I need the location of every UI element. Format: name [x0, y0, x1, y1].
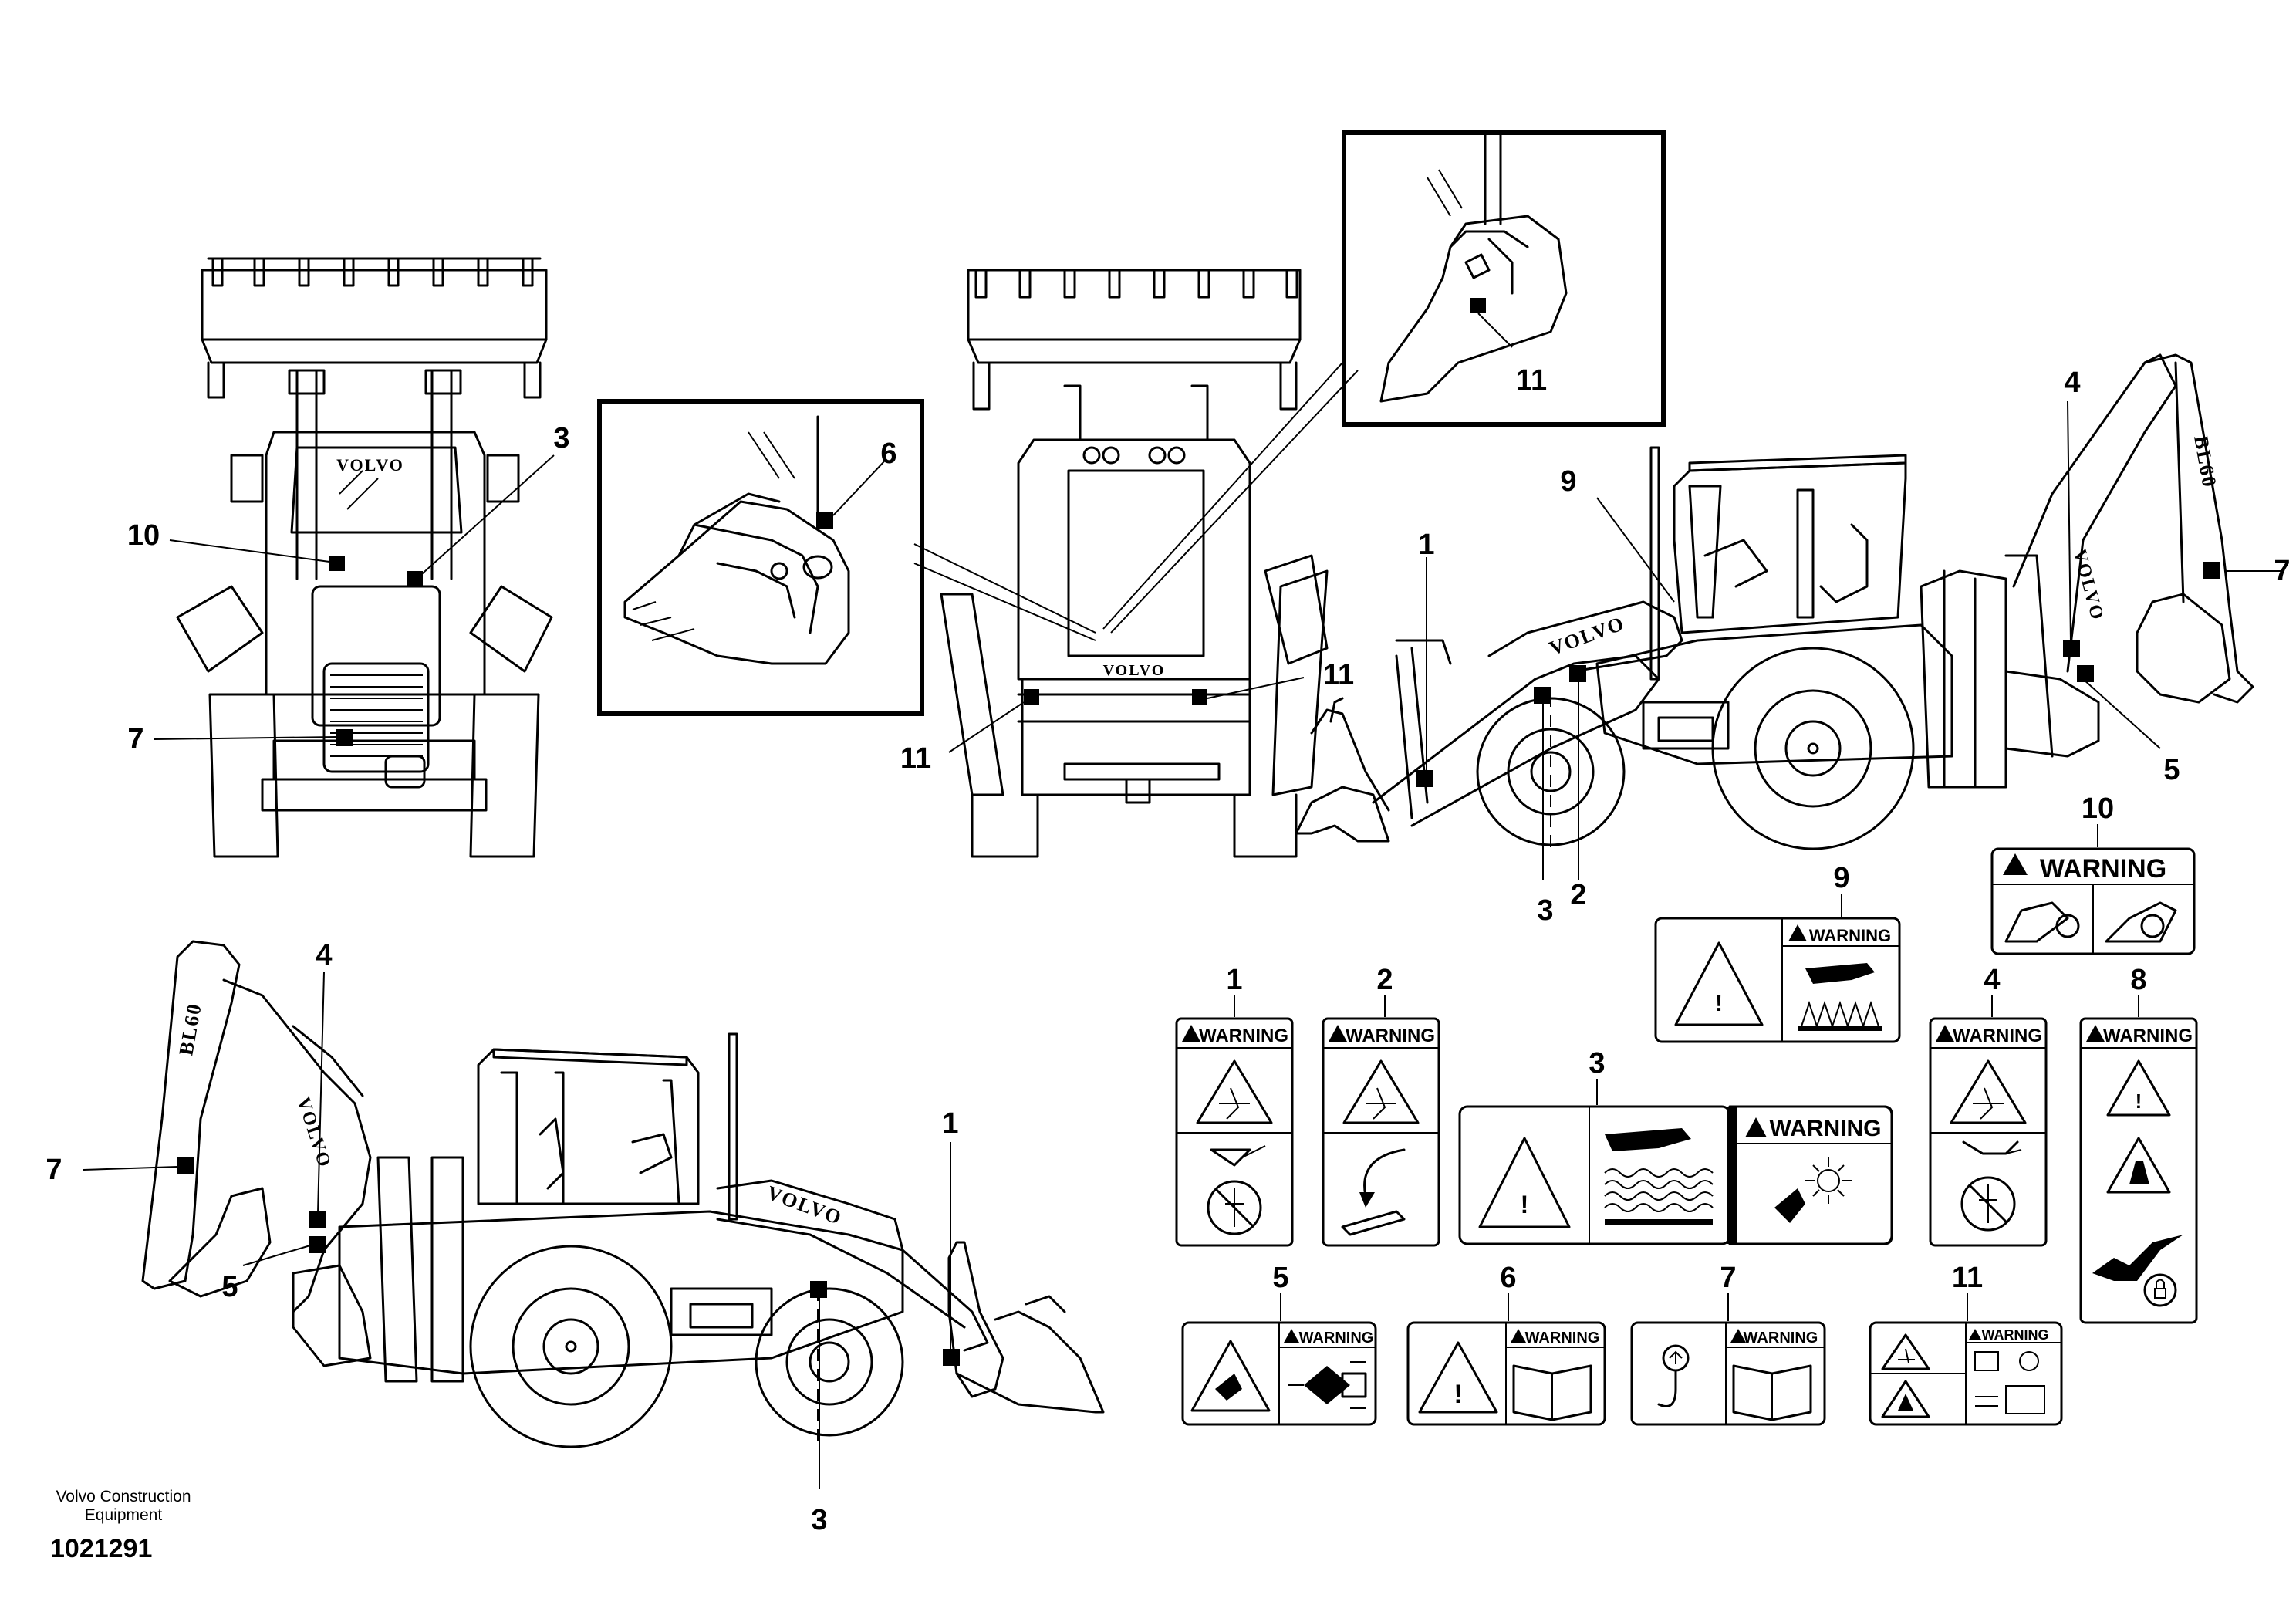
- warning-label-3-panel: WARNING: [1728, 1105, 1893, 1245]
- label-number-4: 4: [1984, 964, 2000, 996]
- rear-marker-11-left: [1024, 689, 1039, 705]
- inset-marker-11: [1470, 298, 1486, 313]
- warning-label-7: 7 WARNING: [1630, 1262, 1826, 1426]
- side-left-marker-4: [309, 1211, 326, 1228]
- label-2-warning-text: WARNING: [1346, 1026, 1435, 1046]
- front-brand-text: VOLVO: [336, 455, 404, 475]
- label-8-exclamation: !: [2136, 1090, 2142, 1113]
- label-9-warning-text: WARNING: [1809, 926, 1891, 945]
- callout-5-side-right: 5: [2163, 754, 2180, 786]
- side-right-marker-7: [2203, 562, 2220, 579]
- warning-label-3: 3 !: [1458, 1047, 1737, 1245]
- label-5-warning-text: WARNING: [1299, 1330, 1374, 1347]
- front-view-callouts: 10 3 7: [127, 422, 570, 755]
- company-line-2: Equipment: [85, 1506, 163, 1524]
- callout-1-side-right: 1: [1418, 529, 1434, 561]
- label-number-1: 1: [1226, 964, 1242, 996]
- side-left-marker-3: [810, 1281, 827, 1298]
- label-4-warning-text: WARNING: [1953, 1026, 2042, 1046]
- callout-1-side-left: 1: [942, 1107, 958, 1140]
- rear-brand-text: VOLVO: [1103, 662, 1166, 679]
- side-left-marker-1: [943, 1349, 960, 1366]
- warning-label-10: 10 WARNING: [1990, 792, 2196, 955]
- callout-4-side-right: 4: [2064, 367, 2080, 399]
- inset-marker-6: [816, 512, 833, 529]
- label-11-warning-text: WARNING: [1982, 1327, 2049, 1343]
- side-right-marker-5: [2077, 665, 2094, 682]
- label-7-warning-text: WARNING: [1744, 1330, 1818, 1347]
- warning-label-4: 4 WARNING: [1929, 964, 2048, 1247]
- label-number-11: 11: [1952, 1262, 1983, 1294]
- label-6-exclamation: !: [1454, 1380, 1462, 1409]
- label-9-exclamation: !: [1715, 991, 1723, 1016]
- label-number-5: 5: [1272, 1262, 1288, 1294]
- side-right-brand-text: VOLVO: [1546, 612, 1628, 660]
- callout-11-rear-left: 11: [900, 742, 931, 775]
- callout-5-side-left: 5: [221, 1271, 238, 1303]
- side-left-marker-5: [309, 1236, 326, 1253]
- side-right-marker-4: [2063, 640, 2080, 657]
- label-1-warning-text: WARNING: [1199, 1026, 1288, 1046]
- rear-view-callouts: 11 11: [900, 362, 1359, 775]
- callout-7-front: 7: [127, 723, 144, 755]
- side-left-brand-text-boom: VOLVO: [293, 1095, 335, 1171]
- callout-11-seat: 11: [1516, 364, 1547, 397]
- side-right-marker-1: [1416, 770, 1433, 787]
- callout-3-front: 3: [553, 422, 569, 454]
- side-view-right-callouts: 1 9 4 7 5 3 2: [1418, 367, 2290, 927]
- side-right-marker-3: [1534, 687, 1551, 704]
- label-number-7: 7: [1720, 1262, 1736, 1294]
- warning-label-2: 2 WARNING: [1322, 964, 1440, 1247]
- company-line-1: Volvo Construction: [56, 1488, 191, 1505]
- label-10-warning-text: WARNING: [2040, 854, 2166, 884]
- side-view-left-machine: BL60 VOLVO VOLVO: [141, 940, 1105, 1448]
- callout-2-side-right: 2: [1570, 879, 1586, 911]
- callout-7-side-right: 7: [2274, 555, 2290, 587]
- warning-label-6: 6 ! WARNING: [1406, 1262, 1606, 1426]
- warning-label-9: 9 ! WARNING: [1654, 862, 1901, 1043]
- front-marker-10: [329, 556, 345, 571]
- cab-detail-inset: 6: [597, 399, 924, 716]
- side-right-model-text: BL60: [2190, 434, 2220, 490]
- label-number-9: 9: [1833, 862, 1849, 894]
- callout-4-side-left: 4: [316, 939, 332, 972]
- callout-6: 6: [880, 438, 896, 470]
- warning-label-11: 11 WARNING: [1869, 1262, 2063, 1426]
- label-8-warning-text: WARNING: [2103, 1026, 2193, 1046]
- seat-detail-inset: 11: [1342, 130, 1666, 427]
- callout-7-side-left: 7: [46, 1154, 62, 1186]
- label-number-6: 6: [1500, 1262, 1516, 1294]
- side-left-model-text: BL60: [174, 1001, 205, 1057]
- title-block: Volvo Construction Equipment 1021291: [50, 1488, 191, 1563]
- label-number-10: 10: [2082, 792, 2114, 825]
- label-number-3: 3: [1589, 1047, 1605, 1080]
- label-number-8: 8: [2130, 964, 2146, 996]
- front-marker-3: [407, 571, 423, 586]
- callout-3-side-left: 3: [811, 1504, 827, 1536]
- rear-marker-11-right: [1192, 689, 1207, 705]
- label-number-2: 2: [1376, 964, 1393, 996]
- label-6-warning-text: WARNING: [1525, 1330, 1600, 1347]
- warning-label-5: 5 WARNING: [1181, 1262, 1377, 1426]
- side-view-right-machine: VOLVO VOLVO BL60: [802, 353, 2254, 850]
- warning-label-8: 8 WARNING !: [2079, 964, 2198, 1324]
- warning-label-1: 1 WARNING: [1175, 964, 1294, 1247]
- front-marker-7: [336, 729, 353, 746]
- label-3-exclamation: !: [1521, 1191, 1529, 1218]
- callout-11-rear-right: 11: [1323, 659, 1354, 691]
- drawing-number: 1021291: [50, 1534, 152, 1563]
- callout-10-front: 10: [127, 519, 160, 552]
- side-left-marker-7: [177, 1157, 194, 1174]
- rear-view-machine: VOLVO: [940, 269, 1329, 858]
- side-right-marker-2: [1569, 665, 1586, 682]
- front-view-machine: VOLVO: [176, 257, 553, 858]
- callout-3-side-right: 3: [1537, 894, 1553, 927]
- callout-9-side-right: 9: [1560, 465, 1576, 498]
- label-3-warning-text: WARNING: [1770, 1116, 1882, 1141]
- side-view-left-callouts: 7 4 5 1 3: [46, 939, 958, 1536]
